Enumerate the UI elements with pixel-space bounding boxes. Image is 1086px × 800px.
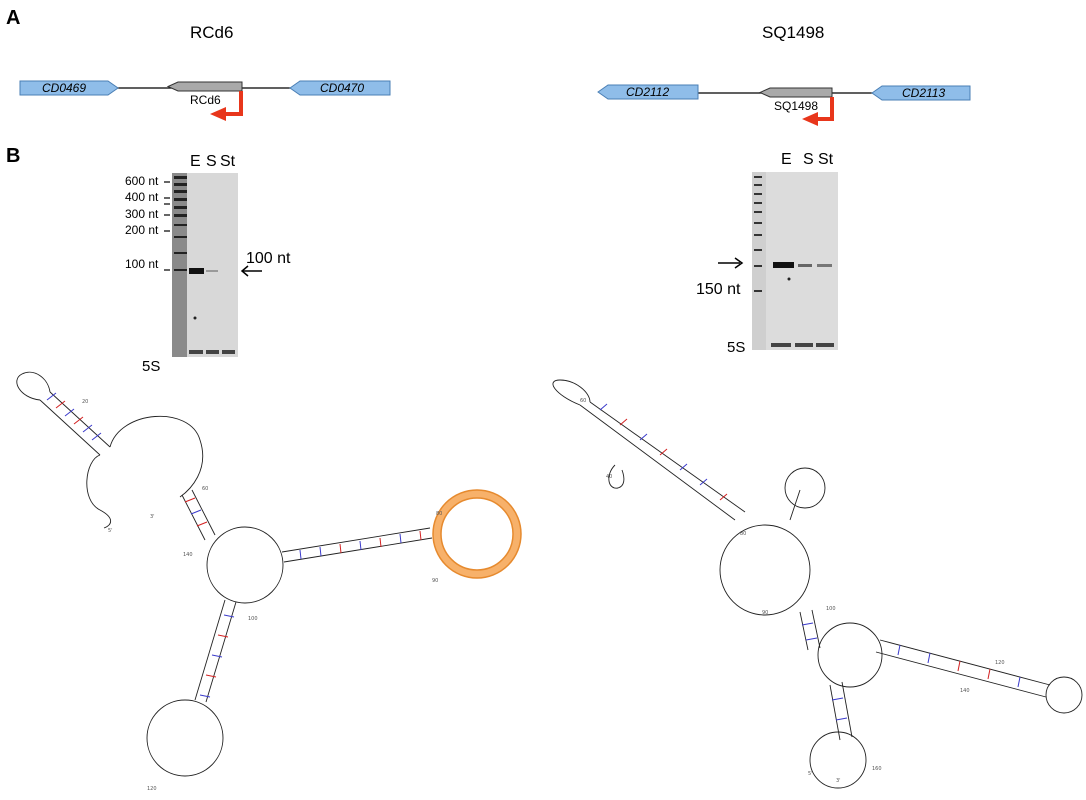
svg-text:140: 140 (960, 688, 970, 694)
blot-speck-right (787, 277, 791, 281)
blot-band-s-left (206, 270, 218, 272)
blot-right: E S St 150 nt 5S (696, 151, 838, 356)
svg-text:3': 3' (150, 514, 155, 520)
lane-label-st-left: St (220, 153, 236, 170)
svg-text:90: 90 (762, 610, 768, 616)
promoter-arrow-right (816, 97, 834, 121)
blot-band-e-right (773, 262, 794, 268)
promoter-arrowhead-left (210, 107, 226, 121)
lane-label-e-left: E (190, 153, 201, 170)
gene-arrow-cd2112 (597, 84, 699, 100)
loading-band-e-left (189, 350, 203, 354)
ladder-bands-left (174, 176, 187, 271)
structure-left-labels: 20 60 80 90 100 120 140 5' 3' (82, 399, 442, 792)
size-arrowhead-right (734, 257, 744, 269)
locus-title-right: SQ1498 (762, 23, 824, 42)
locus-sq1498: SQ1498 CD2112 SQ1498 CD2113 (597, 23, 971, 126)
srna-label-rcd6: RCd6 (190, 93, 221, 107)
size-arrowhead-left (240, 265, 249, 277)
gene-arrow-cd2113 (871, 85, 971, 101)
svg-text:3': 3' (836, 778, 841, 784)
blot-band-e-left (189, 268, 204, 274)
svg-text:90: 90 (432, 578, 438, 584)
blot-membrane-left (187, 173, 238, 357)
blot-band-st-right (817, 264, 832, 267)
promoter-arrow-left (224, 91, 243, 116)
loading-band-s-right (795, 343, 813, 347)
locus-title-left: RCd6 (190, 23, 233, 42)
srna-arrow-rcd6 (166, 81, 243, 92)
loading-label-left: 5S (142, 358, 160, 375)
loading-label-right: 5S (727, 339, 745, 356)
ladder-label-300: 300 nt (125, 207, 159, 221)
ladder-label-200: 200 nt (125, 223, 159, 237)
lane-label-e-right: E (781, 151, 792, 168)
structure-left-pairs (46, 392, 422, 698)
svg-text:5': 5' (808, 771, 813, 777)
svg-text:120: 120 (995, 660, 1005, 666)
blot-membrane-right (766, 172, 838, 350)
blot-band-s-right (798, 264, 812, 267)
srna-arrow-sq1498 (758, 87, 833, 98)
svg-text:100: 100 (826, 606, 836, 612)
srna-label-sq1498: SQ1498 (774, 99, 818, 113)
loading-band-st-left (222, 350, 235, 354)
blot-left: E S St 600 nt 400 nt 300 nt 200 nt 100 n… (125, 153, 291, 375)
svg-text:80: 80 (740, 531, 746, 537)
svg-text:20: 20 (82, 399, 88, 405)
gene-label-cd0469: CD0469 (42, 81, 86, 95)
svg-text:140: 140 (183, 552, 193, 558)
promoter-arrowhead-right (802, 112, 818, 126)
svg-text:40: 40 (606, 474, 612, 480)
svg-text:5': 5' (108, 528, 113, 534)
gene-label-cd2113: CD2113 (902, 86, 945, 100)
structure-left (16, 371, 433, 777)
lane-label-s-left: S (206, 153, 217, 170)
svg-text:80: 80 (436, 511, 442, 517)
size-marker-left: 100 nt (246, 250, 291, 267)
ladder-lane-left (172, 173, 188, 357)
gene-arrow-cd0469 (19, 80, 119, 96)
gene-arrow-cd0470 (289, 80, 391, 96)
locus-rcd6: RCd6 CD0469 RCd6 CD0470 (19, 23, 391, 121)
structure-right-pairs (599, 403, 1021, 721)
ladder-labels-left: 600 nt 400 nt 300 nt 200 nt 100 nt (125, 174, 170, 271)
blot-speck-left (193, 316, 197, 320)
ladder-lane-right (752, 172, 766, 350)
loading-band-e-right (771, 343, 791, 347)
highlight-loop (432, 489, 522, 579)
ladder-label-400: 400 nt (125, 190, 159, 204)
panel-a-letter: A (6, 7, 20, 29)
gene-label-cd0470: CD0470 (320, 81, 364, 95)
structure-right (552, 379, 1083, 789)
svg-text:60: 60 (580, 398, 586, 404)
loading-band-s-left (206, 350, 219, 354)
lane-label-s-right: S (803, 151, 814, 168)
ladder-label-600: 600 nt (125, 174, 159, 188)
loading-band-st-right (816, 343, 834, 347)
svg-text:60: 60 (202, 486, 208, 492)
svg-text:160: 160 (872, 766, 882, 772)
svg-text:100: 100 (248, 616, 258, 622)
ladder-label-100: 100 nt (125, 257, 159, 271)
lane-label-st-right: St (818, 151, 834, 168)
ladder-bands-right (754, 176, 762, 292)
panel-b-letter: B (6, 145, 20, 167)
size-marker-right: 150 nt (696, 281, 741, 298)
gene-label-cd2112: CD2112 (626, 85, 669, 99)
structure-right-labels: 40 60 80 90 100 120 140 160 5' 3' (580, 398, 1005, 784)
svg-text:120: 120 (147, 786, 157, 792)
